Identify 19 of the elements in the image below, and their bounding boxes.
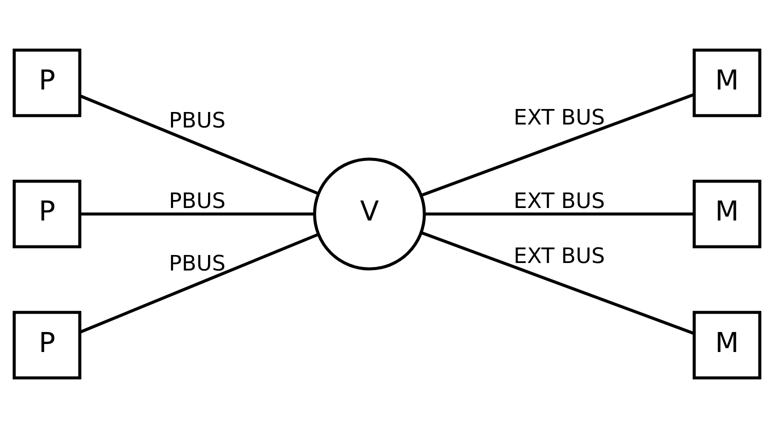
edge-label: EXT BUS (514, 244, 605, 269)
connector (424, 212, 694, 216)
connector (421, 92, 695, 196)
edge-label: PBUS (168, 251, 226, 276)
connector (80, 232, 319, 333)
node-box: M (692, 48, 762, 117)
node-box: P (12, 48, 82, 117)
node-circle: V (313, 157, 426, 270)
edge-label: PBUS (168, 108, 226, 133)
edge-label: EXT BUS (514, 188, 605, 214)
node-box: P (12, 179, 82, 248)
node-box: M (692, 310, 762, 379)
edge-label: EXT BUS (514, 104, 605, 130)
connector (80, 212, 314, 216)
connector (421, 230, 695, 334)
connector (80, 94, 319, 194)
node-box: M (692, 179, 762, 248)
edge-label: PBUS (168, 188, 226, 214)
node-box: P (12, 310, 82, 379)
